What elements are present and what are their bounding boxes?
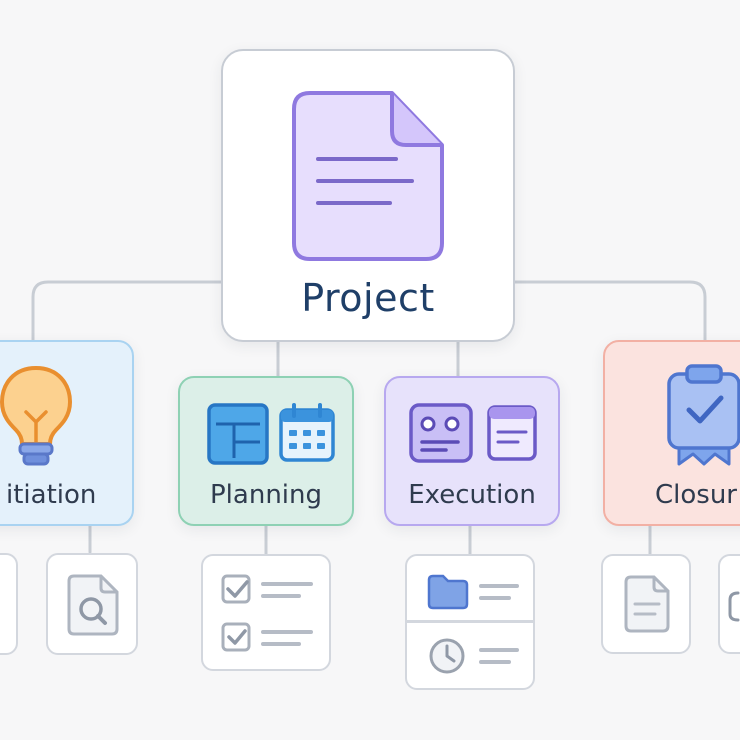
lightbulb-icon xyxy=(0,365,73,466)
dashboard-icon xyxy=(409,403,473,463)
window-icon xyxy=(487,405,537,461)
document-edge-icon xyxy=(728,591,740,622)
calendar-icon xyxy=(279,403,335,462)
sub-card-initiation-a[interactable] xyxy=(0,553,18,655)
blueprint-icon xyxy=(207,403,269,465)
document-search-icon xyxy=(67,574,119,636)
phase-label-planning: Planning xyxy=(210,480,322,510)
connector-root-initiation xyxy=(31,280,223,342)
checklist-icon xyxy=(221,574,313,652)
document-icon xyxy=(624,575,670,633)
clipboard-check-icon xyxy=(667,364,740,466)
root-label: Project xyxy=(301,276,435,320)
sub-card-execution[interactable] xyxy=(405,554,535,690)
root-node-project[interactable]: Project xyxy=(221,49,515,342)
phase-node-planning[interactable]: Planning xyxy=(178,376,354,526)
phase-label-closure: Closur xyxy=(655,480,737,510)
sub-card-initiation-b[interactable] xyxy=(46,553,138,655)
sub-card-closure-b[interactable] xyxy=(718,554,740,654)
folder-icon xyxy=(427,574,519,610)
sub-card-planning[interactable] xyxy=(201,554,331,671)
phase-node-initiation[interactable]: itiation xyxy=(0,340,134,526)
phase-node-closure[interactable]: Closur xyxy=(603,340,740,526)
connector-root-closure xyxy=(513,280,707,342)
document-icon xyxy=(292,91,444,261)
phase-label-initiation: itiation xyxy=(6,480,97,510)
sub-card-closure-a[interactable] xyxy=(601,554,691,654)
phase-node-execution[interactable]: Execution xyxy=(384,376,560,526)
sub-card-divider xyxy=(407,620,533,623)
phase-label-execution: Execution xyxy=(408,480,536,510)
clock-icon xyxy=(429,638,519,674)
